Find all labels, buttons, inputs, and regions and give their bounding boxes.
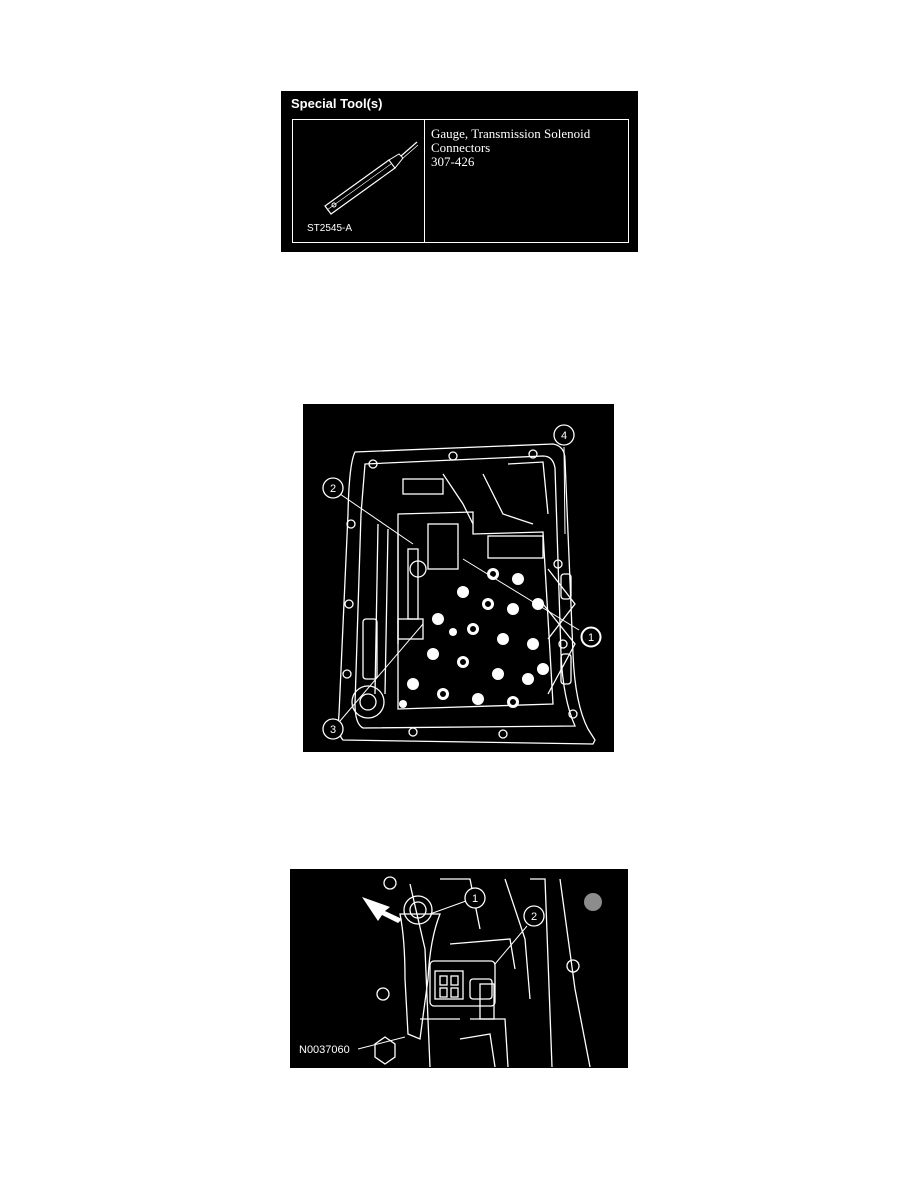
figure-code-label: N0037060	[299, 1044, 350, 1056]
tool-description-line: 307-426	[431, 154, 475, 169]
tool-description-line: Gauge, Transmission Solenoid	[431, 126, 591, 141]
callout-4: 4	[553, 424, 575, 446]
callout-label: 4	[561, 430, 567, 442]
callout-3: 3	[322, 718, 344, 740]
special-tool-panel: Special Tool(s) ST2545-A Gauge, Transmis…	[281, 91, 638, 252]
gauge-tool-illustration	[324, 141, 419, 215]
callout-1: 1	[464, 887, 486, 909]
solenoid-connector-figure: 1 2 N0037060	[290, 869, 628, 1068]
callout-group: 1 2 3 4	[322, 424, 603, 740]
callout-label: 1	[472, 893, 478, 905]
solenoid-connector-illustration: 1 2	[357, 876, 602, 1068]
callout-1: 1	[579, 625, 603, 649]
callout-2: 2	[322, 477, 344, 499]
valve-body-figure: 1 2 3 4	[303, 404, 614, 752]
callout-label: 2	[330, 483, 336, 495]
special-tool-table: ST2545-A Gauge, Transmission Solenoid Co…	[292, 119, 629, 243]
special-tool-heading: Special Tool(s)	[291, 96, 383, 111]
table-divider	[424, 120, 425, 242]
callout-2: 2	[523, 905, 545, 927]
callout-label: 2	[531, 911, 537, 923]
callout-group: 1 2	[464, 887, 545, 927]
callout-label: 1	[588, 632, 594, 644]
valve-body-illustration: 1 2 3 4	[322, 424, 603, 745]
pointer-arrow-icon	[362, 897, 402, 923]
callout-label: 3	[330, 724, 336, 736]
tool-description-line: Connectors	[431, 140, 491, 155]
tool-code-label: ST2545-A	[307, 223, 353, 234]
tool-description: Gauge, Transmission Solenoid Connectors …	[431, 127, 626, 169]
